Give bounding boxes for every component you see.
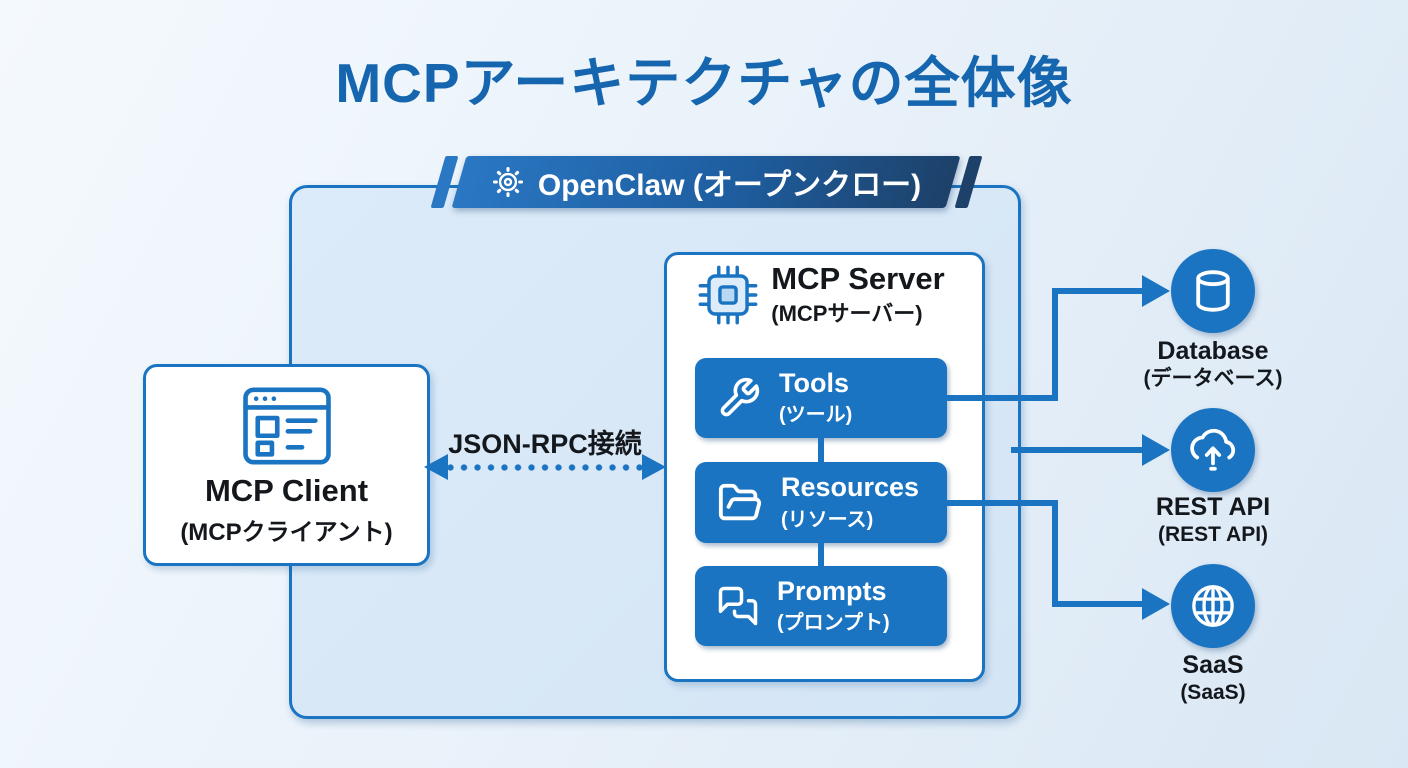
saas-node xyxy=(1171,564,1255,648)
tools-resources-connector xyxy=(818,436,824,464)
chip-icon xyxy=(698,265,758,325)
wrench-icon xyxy=(717,376,761,420)
database-line xyxy=(1052,288,1144,294)
prompts-block: Prompts (プロンプト) xyxy=(695,566,947,646)
server-name: MCP Server xyxy=(771,261,945,296)
database-riser-line xyxy=(1052,288,1058,401)
globe-icon xyxy=(1188,581,1238,631)
database-node xyxy=(1171,249,1255,333)
rest-api-label-ja: (REST API) xyxy=(1157,522,1269,546)
server-name-ja: (MCPサーバー) xyxy=(771,301,923,327)
saas-label-en: SaaS xyxy=(1182,651,1244,679)
mcp-client-box: MCP Client (MCPクライアント) xyxy=(143,364,430,566)
connection-label: JSON-RPC接続 xyxy=(448,429,642,459)
folder-open-icon xyxy=(717,480,763,526)
rest-api-label: REST API (REST API) xyxy=(1078,493,1348,547)
database-icon xyxy=(1189,267,1237,315)
resources-block: Resources (リソース) xyxy=(695,462,947,543)
gear-icon xyxy=(491,165,525,199)
rest-api-line xyxy=(1011,447,1144,453)
arrow-right-icon xyxy=(642,454,666,480)
saas-dropper-line xyxy=(1052,500,1058,607)
prompts-label: Prompts xyxy=(777,575,887,606)
tools-to-database-line xyxy=(944,395,1056,401)
saas-label: SaaS (SaaS) xyxy=(1078,651,1348,705)
mcp-server-header: MCP Server (MCPサーバー) xyxy=(664,261,979,328)
rest-api-label-en: REST API xyxy=(1155,493,1271,521)
page-title: MCPアーキテクチャの全体像 xyxy=(335,52,1073,114)
rest-api-arrow-icon xyxy=(1142,434,1170,466)
banner-label: OpenClaw (オープンクロー) xyxy=(537,169,922,202)
tools-block: Tools (ツール) xyxy=(695,358,947,438)
resources-to-saas-line xyxy=(944,500,1056,506)
resources-label-ja: (リソース) xyxy=(781,508,874,531)
database-label: Database (データベース) xyxy=(1078,337,1348,391)
resources-prompts-connector xyxy=(818,541,824,568)
dotted-connection-line xyxy=(448,462,642,473)
browser-window-icon xyxy=(241,387,333,465)
saas-arrow-icon xyxy=(1142,588,1170,620)
openclaw-banner: OpenClaw (オープンクロー) xyxy=(451,156,961,208)
arrow-left-icon xyxy=(424,454,448,480)
saas-line xyxy=(1052,601,1144,607)
client-name: MCP Client xyxy=(204,473,369,509)
client-name-ja: (MCPクライアント) xyxy=(180,518,393,546)
chat-bubbles-icon xyxy=(717,585,759,627)
cloud-upload-icon xyxy=(1188,425,1238,475)
prompts-label-ja: (プロンプト) xyxy=(777,612,890,635)
rest-api-node xyxy=(1171,408,1255,492)
tools-label-ja: (ツール) xyxy=(779,404,853,427)
database-label-ja: (データベース) xyxy=(1143,366,1283,390)
database-label-en: Database xyxy=(1157,337,1269,365)
tools-label: Tools xyxy=(779,367,849,398)
database-arrow-icon xyxy=(1142,275,1170,307)
resources-label: Resources xyxy=(781,472,920,503)
saas-label-ja: (SaaS) xyxy=(1180,680,1246,704)
